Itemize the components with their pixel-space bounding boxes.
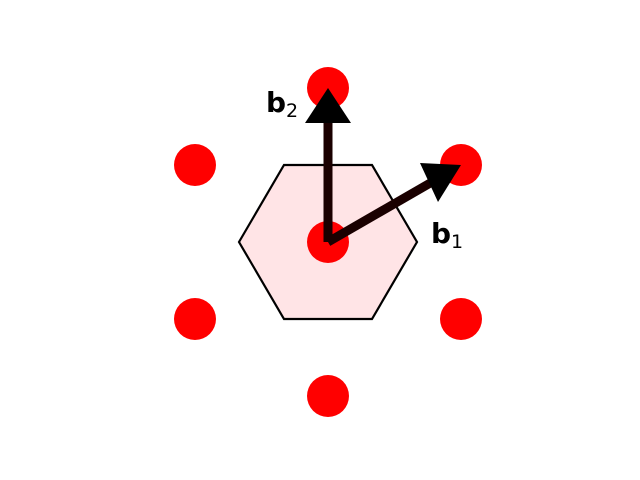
lattice-point-bottom (307, 375, 349, 417)
lattice-point-lower-right (440, 298, 482, 340)
lattice-points (174, 67, 482, 417)
vector-b2-arrow (305, 88, 351, 242)
vector-b1-arrowhead (420, 163, 461, 202)
vector-b1-label: b1 (431, 217, 463, 253)
vector-b2-arrowhead (305, 88, 351, 123)
lattice-point-upper-left (174, 144, 216, 186)
vector-b2-label: b2 (266, 86, 298, 122)
vector-b1-shaft (325, 178, 435, 246)
vector-b1-arrow (325, 163, 461, 246)
lattice-point-lower-left (174, 298, 216, 340)
